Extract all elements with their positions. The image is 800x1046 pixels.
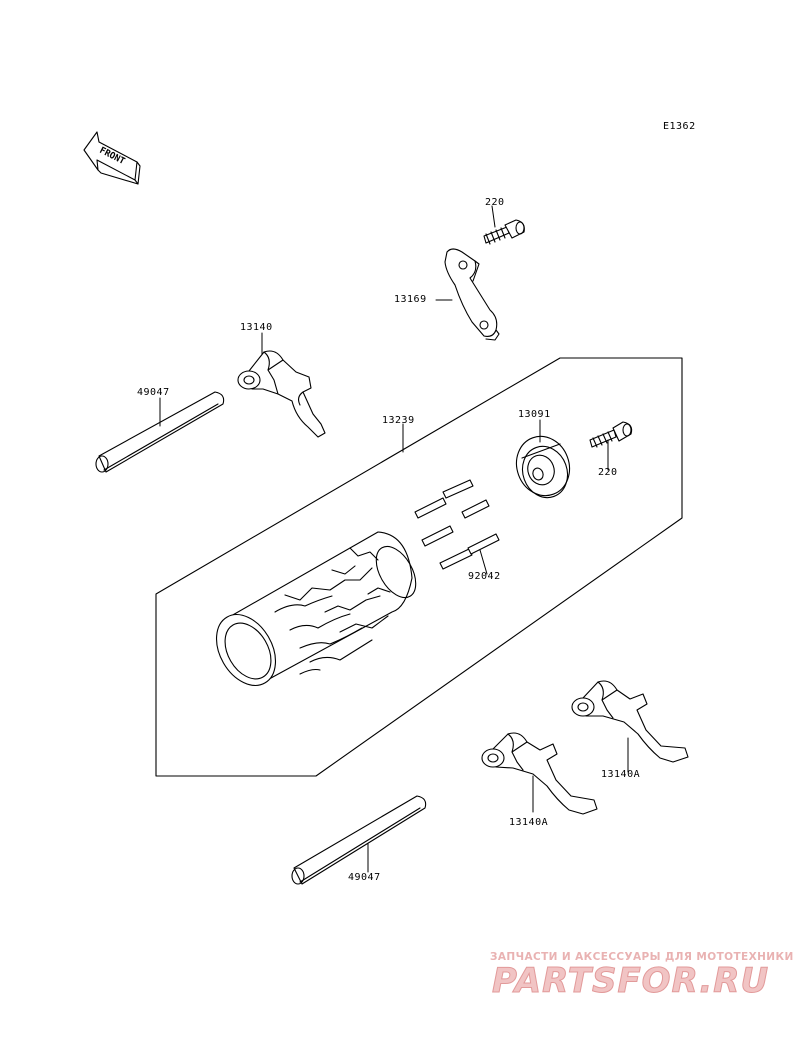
callout-drum-assembly: 13239 [382, 415, 415, 426]
callout-fork-top: 13140 [240, 322, 273, 333]
leader-lines [159, 205, 629, 873]
diagram-code: E1362 [663, 121, 696, 132]
watermark-tagline: ЗАПЧАСТИ И АКСЕССУАРЫ ДЛЯ МОТОТЕХНИКИ [490, 951, 794, 963]
front-arrow-icon: FRONT [83, 131, 141, 185]
fork-bottom [481, 732, 598, 815]
holder-part [515, 435, 571, 499]
assembly-frame [155, 357, 683, 777]
callout-shaft-bottom: 49047 [348, 872, 381, 883]
callout-bolt-top: 220 [485, 197, 505, 208]
callout-bolt-right: 220 [598, 467, 618, 478]
pins-group [414, 479, 500, 570]
fork-top [237, 350, 326, 438]
shaft-top [95, 391, 225, 473]
callout-fork-bottom: 13140A [509, 817, 549, 828]
plate-part [444, 248, 500, 341]
callout-pins: 92042 [468, 571, 501, 582]
fork-right [571, 680, 689, 763]
callout-fork-right: 13140A [601, 769, 641, 780]
bolt-right [589, 421, 633, 448]
callout-plate: 13169 [394, 294, 427, 305]
bolt-top [483, 219, 525, 245]
watermark-logo: PARTSFOR.RU [491, 961, 770, 1002]
callout-shaft-top: 49047 [137, 387, 170, 398]
callout-holder: 13091 [518, 409, 551, 420]
shaft-bottom [291, 795, 427, 885]
shift-drum [215, 531, 417, 686]
